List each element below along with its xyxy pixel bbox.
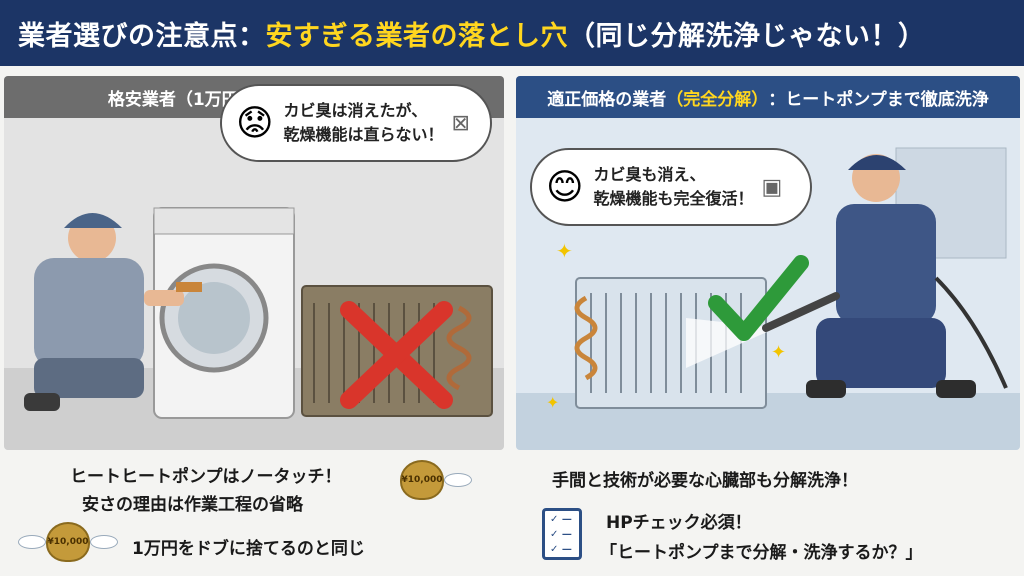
- right-caption-line2: HPチェック必須！: [606, 513, 752, 533]
- checklist-icon: ✓ — ✓ — ✓ —: [542, 508, 582, 560]
- cross-mark-icon: [340, 301, 453, 409]
- right-panel-proper: 適正価格の業者 （完全分解） ：ヒートポンプまで徹底洗浄: [516, 76, 1020, 450]
- check-item-icon: ✓ —: [550, 528, 572, 540]
- check-item-icon: ✓ —: [550, 513, 572, 525]
- right-panel-header: 適正価格の業者 （完全分解） ：ヒートポンプまで徹底洗浄: [516, 76, 1020, 118]
- right-bubble-text: カビ臭も消え、 乾燥機能も完全復活！: [594, 163, 754, 211]
- title-part1: 業者選びの注意点：: [18, 20, 266, 52]
- wing-icon: [444, 473, 472, 487]
- right-caption-line3: 「ヒートポンプまで分解・洗浄するか？」: [600, 543, 923, 563]
- right-header-highlight: （完全分解）: [666, 89, 769, 110]
- left-caption-line3: 1万円をドブに捨てるのと同じ: [132, 539, 365, 559]
- right-bottom-caption: 手間と技術が必要な心臓部も分解洗浄！ ✓ — ✓ — ✓ — HPチェック必須！…: [512, 456, 1024, 576]
- left-speech-bubble: 😟 カビ臭は消えたが、 乾燥機能は直らない！ ⊠: [220, 84, 492, 162]
- left-scene-illustration: [4, 118, 504, 450]
- left-caption-line1: ヒートヒートポンプはノータッチ！: [70, 467, 342, 487]
- left-bubble-line2: 乾燥機能は直らない！: [283, 125, 444, 144]
- check-mark-icon: [708, 255, 809, 341]
- washer-crossed-icon: ⊠: [451, 110, 470, 136]
- svg-text:✦: ✦: [546, 393, 559, 412]
- title-part2: 安すぎる業者の落とし穴: [265, 20, 568, 52]
- money-bag-icon-flying-1: ¥10,000: [400, 460, 472, 500]
- right-speech-bubble: 😊 カビ臭も消え、 乾燥機能も完全復活！ ▣: [530, 148, 812, 226]
- right-header-post: ：ヒートポンプまで徹底洗浄: [768, 89, 989, 110]
- washer-icon: ▣: [761, 174, 783, 200]
- left-bubble-text: カビ臭は消えたが、 乾燥機能は直らない！: [284, 99, 444, 147]
- page-title: 業者選びの注意点： 安すぎる業者の落とし穴 （同じ分解洗浄じゃない！）: [0, 0, 1024, 66]
- wing-icon: [18, 535, 46, 549]
- money-bag-icon: ¥10,000: [400, 460, 444, 500]
- title-part3: （同じ分解洗浄じゃない！）: [568, 20, 926, 52]
- sad-face-icon: 😟: [236, 102, 274, 144]
- check-item-icon: ✓ —: [550, 543, 572, 555]
- right-caption-line1: 手間と技術が必要な心臓部も分解洗浄！: [552, 471, 858, 491]
- svg-text:✦: ✦: [556, 239, 573, 263]
- money-bag-icon: ¥10,000: [46, 522, 90, 562]
- right-bubble-line1: カビ臭も消え、: [593, 165, 706, 184]
- wing-icon: [90, 535, 118, 549]
- svg-text:✦: ✦: [771, 342, 786, 363]
- money-bag-icon-flying-2: ¥10,000: [18, 522, 118, 562]
- left-caption-line2: 安さの理由は作業工程の省略: [82, 495, 303, 515]
- left-bubble-line1: カビ臭は消えたが、: [283, 101, 428, 120]
- right-header-pre: 適正価格の業者: [547, 89, 667, 110]
- happy-face-icon: 😊: [546, 166, 584, 208]
- right-bubble-line2: 乾燥機能も完全復活！: [593, 189, 754, 208]
- left-bottom-caption: ヒートヒートポンプはノータッチ！ 安さの理由は作業工程の省略 1万円をドブに捨て…: [0, 456, 512, 576]
